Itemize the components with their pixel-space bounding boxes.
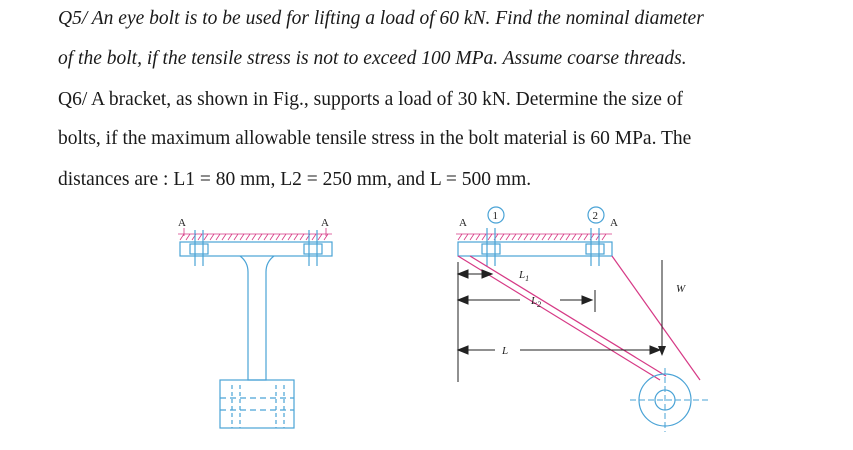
side-wall-hatching: [456, 233, 612, 241]
dim-l-arrow-right: [649, 345, 662, 355]
q5-text-line-1: Q5/ An eye bolt is to be used for liftin…: [58, 8, 704, 29]
side-bolt-1-head: [481, 243, 501, 255]
dim-l2-arrow-left: [456, 295, 469, 305]
load-arrowhead: [658, 346, 666, 356]
wall-hatching: [178, 233, 332, 241]
bracket-base: [219, 379, 295, 429]
dim-l2-label: L2: [530, 295, 541, 309]
bolt-head-left: [189, 243, 209, 255]
dim-l-label: L: [501, 345, 508, 357]
dim-l-arrow-left: [456, 345, 469, 355]
q6-text-line-2: bolts, if the maximum allowable tensile …: [58, 128, 692, 149]
bolt-2-label: 2: [593, 210, 599, 222]
dim-l1-arrow-right: [481, 269, 494, 279]
bracket-arm: [457, 255, 701, 381]
q6-text-line-3: distances are : L1 = 80 mm, L2 = 250 mm,…: [58, 169, 532, 190]
q6-text-line-1: Q6/ A bracket, as shown in Fig., support…: [58, 89, 683, 110]
load-label: W: [676, 283, 686, 295]
bracket-front-view: [178, 230, 333, 429]
left-view-section-label-a-left: A: [178, 217, 186, 229]
left-view-section-label-a-right: A: [321, 217, 329, 229]
bolt-1-label: 1: [493, 210, 499, 222]
bolt-2-marker: [587, 206, 605, 224]
dim-l2-arrow-right: [581, 295, 594, 305]
bracket-flange: [179, 241, 333, 257]
side-flange: [457, 241, 613, 257]
side-bolt-2-head: [585, 243, 605, 255]
bracket-web: [239, 255, 275, 381]
dim-l1-arrow-left: [456, 269, 469, 279]
bolt-head-right: [303, 243, 323, 255]
section-line-left-view: [183, 228, 327, 236]
bolt-1-marker: [487, 206, 505, 224]
right-view-section-label-a-left: A: [459, 217, 467, 229]
q5-text-line-2: of the bolt, if the tensile stress is no…: [58, 48, 687, 69]
dim-l1-label: L1: [518, 269, 529, 283]
right-view-section-label-a-right: A: [610, 217, 618, 229]
bracket-side-view: 1 2 A A W: [456, 206, 710, 432]
